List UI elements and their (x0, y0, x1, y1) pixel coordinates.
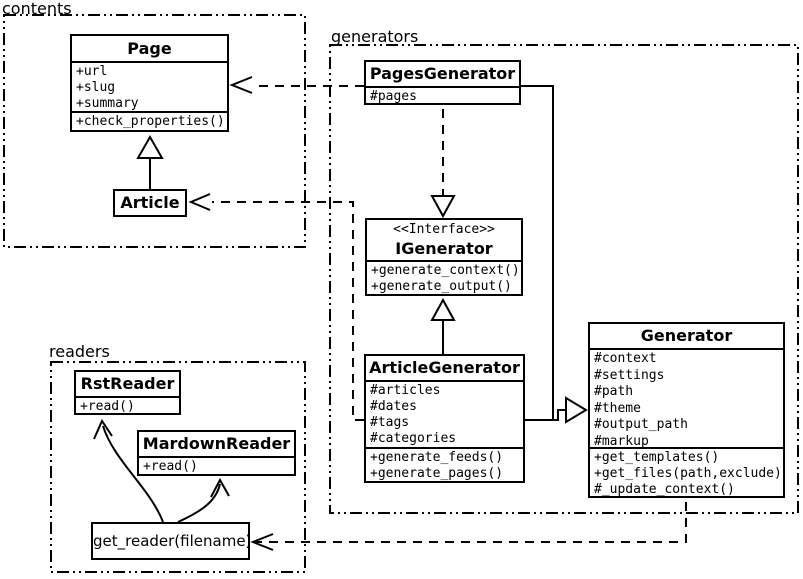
arrow-pagesgenerator-to-page-dependency (229, 76, 364, 94)
class-rstreader-methods: +read() (76, 396, 179, 414)
class-generator-methods: +get_templates() +get_files(path,exclude… (590, 447, 783, 497)
class-pagesgenerator-title: PagesGenerator (369, 64, 516, 83)
class-rstreader-title: RstReader (80, 374, 175, 393)
attribute: #context (594, 351, 657, 366)
class-articlegenerator-attributes: #articles #dates #tags #categories (366, 380, 523, 447)
attribute: +url (76, 64, 108, 79)
class-articlegenerator-methods: +generate_feeds() +generate_pages() (366, 447, 523, 481)
attribute: +slug (76, 80, 116, 95)
method: +read() (143, 459, 198, 474)
method: +get_templates() (594, 450, 720, 465)
attribute: #categories (370, 431, 457, 446)
attribute: #output_path (594, 417, 688, 432)
attribute: #path (594, 384, 634, 399)
class-mardownreader: MardownReader +read() (137, 430, 296, 476)
class-page-attributes: +url +slug +summary (72, 61, 227, 111)
class-articlegenerator-title: ArticleGenerator (369, 358, 520, 377)
attribute: #articles (370, 383, 441, 398)
class-igenerator-title: IGenerator (395, 239, 493, 258)
attribute: #pages (370, 89, 417, 104)
arrow-articlegenerator-to-igenerator-generalization (430, 297, 456, 354)
class-page-title: Page (127, 39, 172, 58)
method: +read() (80, 399, 135, 414)
class-generator: Generator #context #settings #path #them… (588, 322, 785, 498)
method: +generate_output() (371, 279, 512, 294)
method: +generate_feeds() (370, 450, 504, 465)
attribute: +summary (76, 96, 139, 111)
readers-package-label: readers (49, 342, 110, 361)
arrow-getreader-to-mardownreader (177, 477, 230, 523)
generators-package-label: generators (331, 27, 419, 46)
arrow-generators-to-generator-generalization (521, 85, 588, 424)
attribute: #tags (370, 415, 410, 430)
class-rstreader: RstReader +read() (74, 370, 181, 415)
arrow-articlegenerator-to-article-dependency (188, 193, 364, 421)
method: +generate_context() (371, 263, 519, 278)
class-igenerator-stereotype: <<Interface>> (393, 222, 495, 237)
class-article-title: Article (120, 193, 180, 212)
class-igenerator-methods: +generate_context() +generate_output() (367, 260, 521, 294)
class-articlegenerator: ArticleGenerator #articles #dates #tags … (364, 354, 525, 483)
class-article: Article (113, 189, 187, 217)
arrow-article-to-page-generalization (136, 134, 164, 189)
class-generator-attributes: #context #settings #path #theme #output_… (590, 348, 783, 449)
attribute: #dates (370, 399, 417, 414)
class-mardownreader-title: MardownReader (142, 434, 291, 453)
class-page-methods: +check_properties() (72, 111, 227, 130)
method: +check_properties() (76, 114, 225, 129)
class-page: Page +url +slug +summary +check_properti… (70, 34, 229, 132)
class-igenerator-header: <<Interface>> IGenerator (367, 220, 521, 260)
arrow-generator-to-getreader-dependency (250, 502, 687, 551)
get-reader-function-box: get_reader(filename) (91, 522, 251, 560)
attribute: #settings (594, 367, 665, 383)
class-mardownreader-methods: +read() (139, 456, 294, 474)
arrow-pagesgenerator-to-igenerator-realization (430, 109, 456, 219)
class-generator-title: Generator (640, 326, 733, 345)
class-igenerator: <<Interface>> IGenerator +generate_conte… (365, 218, 523, 296)
class-pagesgenerator: PagesGenerator #pages (364, 60, 521, 105)
class-pagesgenerator-attributes: #pages (366, 86, 519, 104)
method: +get_files(path,exclude) (594, 466, 781, 481)
contents-package-label: contents (2, 0, 72, 18)
method: #_update_context() (594, 482, 735, 497)
attribute: #theme (594, 400, 641, 416)
method: +generate_pages() (370, 466, 504, 481)
